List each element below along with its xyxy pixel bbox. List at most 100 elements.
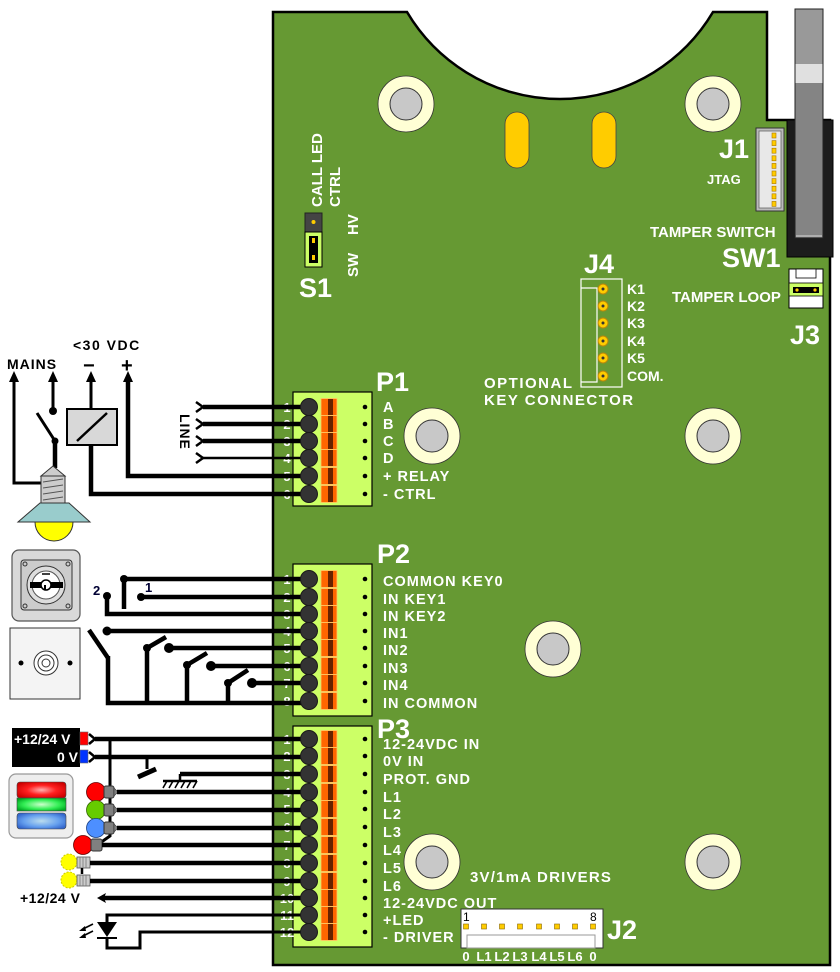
terminal-clamp (300, 889, 318, 907)
terminal-pin-marker (362, 421, 368, 427)
jtag-pin (771, 155, 777, 162)
p3-label: P3 (377, 714, 410, 744)
terminal-label: 0V IN (383, 754, 424, 770)
key-connector-pin-hole (601, 356, 605, 360)
j1-label: J1 (719, 134, 749, 164)
terminal-clamp (300, 692, 318, 710)
jtag-pin (771, 140, 777, 146)
led-yellow-l6-icon (60, 871, 91, 889)
line-label: LINE (177, 414, 193, 450)
jtag-pin (771, 147, 777, 154)
line-input-fork-icon (195, 434, 206, 448)
terminal-label: IN4 (383, 678, 409, 694)
driver-header-pin-label: L3 (512, 949, 527, 964)
driver-header-pin (499, 923, 505, 930)
j2-first-pin-number: 1 (463, 910, 470, 924)
terminal-pin-marker (362, 611, 368, 617)
power-fork-icon (88, 751, 97, 763)
input-switch-4-pivot (224, 679, 232, 687)
board-outline (271, 10, 832, 967)
j2-driver-header (460, 908, 604, 949)
j4-caption-line2: KEY CONNECTOR (484, 392, 635, 409)
terminal-clamp (300, 854, 318, 872)
terminal-label: IN KEY1 (383, 592, 446, 608)
key-connector-pin-hole (601, 374, 605, 378)
driver-header-pin-label: L4 (531, 949, 547, 964)
terminal-clamp (300, 415, 318, 433)
jtag-pin (771, 163, 777, 169)
terminal-pin-marker (362, 628, 368, 634)
s1-jumper (304, 212, 323, 268)
jtag-pin (771, 132, 777, 139)
terminal-clamp (300, 467, 318, 485)
terminal-label: - CTRL (383, 487, 437, 503)
terminal-label: B (383, 417, 394, 433)
terminal-pin-marker (362, 789, 368, 795)
led-red-l4-icon (73, 835, 103, 855)
rgb-status-lamp-icon (8, 773, 74, 839)
terminal-lever-slot (328, 766, 333, 782)
terminal-lever-slot (328, 450, 333, 466)
terminal-label: PROT. GND (383, 772, 471, 788)
terminal-lever-slot (328, 748, 333, 764)
terminal-lever-slot (328, 589, 333, 605)
negative-terminal-icon (79, 749, 89, 764)
terminal-lever-slot (328, 731, 333, 747)
terminal-label: IN1 (383, 626, 409, 642)
terminal-label: L4 (383, 843, 402, 859)
arrow-up-icon (123, 371, 133, 382)
terminal-lever-slot (328, 855, 333, 871)
terminal-pin-marker (362, 594, 368, 600)
driver-header-pin (517, 923, 523, 930)
key-connector-pin-label: K3 (627, 315, 645, 331)
terminal-label: L2 (383, 807, 402, 823)
p2-label: P2 (377, 539, 410, 569)
terminal-label: L6 (383, 879, 402, 895)
wire-mains-1 (12, 378, 41, 485)
relay-coil-icon (66, 408, 118, 446)
arrow-left-icon (97, 893, 106, 903)
push-button-icon (9, 627, 81, 700)
driver-header-pin-label: 0 (589, 949, 596, 964)
s1-position-hv: HV (345, 214, 362, 235)
terminal-lever-slot (328, 801, 333, 817)
terminal-pin-marker (362, 404, 368, 410)
terminal-clamp (300, 783, 318, 801)
j1-function: JTAG (707, 172, 741, 187)
tamper-switch (786, 8, 834, 258)
p1-label: P1 (376, 367, 409, 397)
terminal-clamp (300, 588, 318, 606)
terminal-clamp (300, 674, 318, 692)
terminal-lever-slot (328, 784, 333, 800)
terminal-pin-marker (362, 645, 368, 651)
j2-caption: 3V/1mA DRIVERS (470, 869, 612, 886)
terminal-lever-slot (328, 433, 333, 449)
mounting-hole (524, 620, 582, 678)
s1-position-sw: SW (345, 252, 362, 277)
j3-label: J3 (790, 320, 820, 350)
s1-function-line1: CALL LED (309, 133, 326, 207)
terminal-lever-slot (328, 873, 333, 889)
terminal-clamp (300, 622, 318, 640)
terminal-pin-marker (362, 438, 368, 444)
j2-last-pin-number: 8 (590, 910, 597, 924)
terminal-lever-slot (328, 606, 333, 622)
terminal-label: C (383, 434, 394, 450)
key-connector-pin-hole (601, 321, 605, 325)
j1-jtag-connector (755, 127, 785, 212)
terminal-lever-slot (328, 416, 333, 432)
terminal-label: IN3 (383, 661, 409, 677)
driver-header-pin-label: L6 (567, 949, 582, 964)
j2-label: J2 (607, 915, 637, 945)
terminal-pin-marker (362, 680, 368, 686)
power-in-plus-label: +12/24 V (14, 731, 71, 747)
terminal-clamp (300, 398, 318, 416)
terminal-pin-marker (362, 824, 368, 830)
led-green-l2-icon (86, 800, 119, 820)
power-out-label: +12/24 V (20, 890, 81, 906)
terminal-clamp (300, 449, 318, 467)
terminal-clamp (300, 765, 318, 783)
